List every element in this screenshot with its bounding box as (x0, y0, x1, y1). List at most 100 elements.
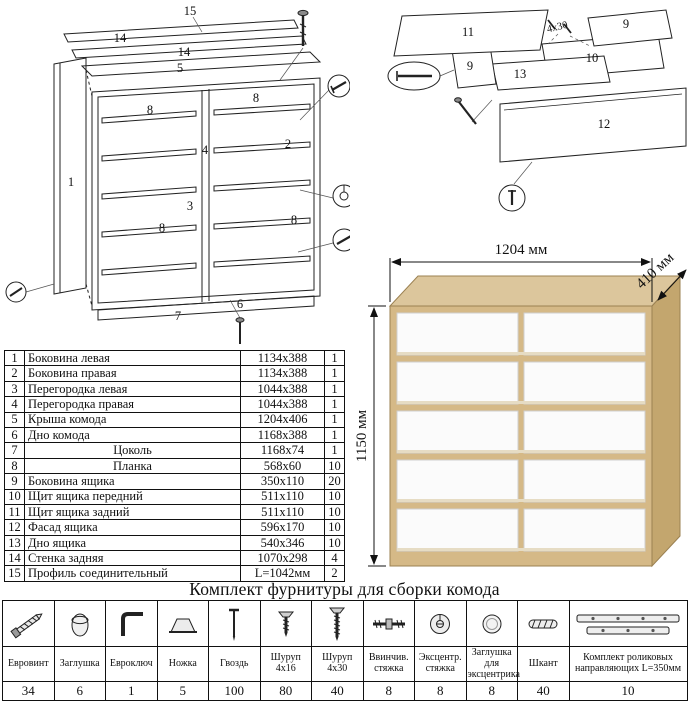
part-number: 10 (4, 488, 25, 505)
part-size: 1204x406 (240, 411, 325, 428)
part-label-3: 3 (187, 199, 193, 213)
part-size: 1134x388 (240, 365, 325, 382)
part-number: 3 (4, 380, 25, 398)
part-label-14: 14 (114, 31, 127, 45)
part-label-15: 15 (184, 4, 197, 18)
part-size: 511x110 (240, 503, 325, 521)
part-label-8: 8 (253, 91, 259, 105)
hardware-qty: 40 (517, 681, 570, 701)
confirmat-screw-icon (10, 612, 43, 639)
height-dimension-label: 1150 мм (354, 409, 370, 462)
part-name: Щит ящика задний (24, 503, 241, 521)
part-name: Щит ящика передний (24, 488, 241, 505)
part-label-8: 8 (291, 213, 297, 227)
confirmat-callout-icon (327, 74, 350, 98)
hardware-qty: 5 (156, 681, 209, 701)
screw-in-dowel-icon (372, 618, 405, 629)
part-number: 14 (4, 550, 25, 567)
hardware-name: Комплект роликовых направляющих L=350мм (568, 645, 688, 683)
part-label-7: 7 (175, 309, 181, 323)
part-name: Боковина левая (24, 349, 241, 367)
part-qty: 10 (324, 519, 345, 536)
part-label-12: 12 (598, 117, 611, 131)
part-number: 13 (4, 534, 25, 552)
part-number: 6 (4, 426, 25, 444)
part-size: 568x60 (240, 457, 325, 475)
hardware-name: Заглушка (53, 645, 106, 683)
part-label-13: 13 (514, 67, 527, 81)
part-label-8: 8 (147, 103, 153, 117)
part-number: 8 (4, 457, 25, 475)
height-dimension (368, 305, 386, 567)
part-size: 1168x388 (240, 426, 325, 444)
part-name: Перегородка правая (24, 396, 241, 413)
left-side-panel (53, 57, 87, 295)
drawer-slides-icon (576, 614, 680, 634)
hardware-name: Евроключ (105, 645, 158, 683)
part-qty: 10 (324, 457, 345, 475)
part-qty: 1 (324, 396, 345, 413)
part-name: Боковина правая (24, 365, 241, 382)
part-label-6: 6 (237, 297, 243, 311)
part-size: 1168x74 (240, 442, 325, 459)
hardware-name: Ножка (156, 645, 209, 683)
screw-callout-icon (235, 317, 245, 344)
part-label-5: 5 (177, 61, 183, 75)
part-number: 4 (4, 396, 25, 413)
part-name: Дно ящика (24, 534, 241, 552)
screw-callout-icon (332, 228, 350, 252)
cam-cover-icon (482, 614, 502, 633)
dresser-dimension-drawing: 1204 мм 410 мм 1150 мм (354, 242, 687, 568)
cam-lock-icon (430, 613, 451, 634)
hardware-qty: 8 (465, 681, 518, 701)
part-number: 11 (4, 503, 25, 521)
part-size: 596x170 (240, 519, 325, 536)
part-qty: 1 (324, 411, 345, 428)
hardware-icon-cell (156, 600, 209, 647)
hardware-icon-cell (517, 600, 570, 647)
top-rail-panel (71, 35, 307, 59)
hardware-qty: 100 (208, 681, 261, 701)
hardware-name: Шуруп 4x16 (259, 645, 312, 683)
part-name: Фасад ящика (24, 519, 241, 536)
dresser-side-face (651, 274, 681, 568)
screw-4x16-icon (277, 611, 294, 637)
hardware-name: Заглушка для эксцентрика (465, 645, 520, 683)
cam-callout-icon (332, 184, 350, 208)
part-label-2: 2 (285, 137, 291, 151)
lid-panel (80, 51, 322, 77)
hardware-icon-cell (362, 600, 415, 647)
cabinet-outline (91, 77, 321, 311)
part-qty: 10 (324, 534, 345, 552)
part-number: 9 (4, 473, 25, 490)
part-qty: 4 (324, 550, 345, 567)
drawer-back-panel (393, 9, 549, 57)
screw-icon (454, 97, 477, 125)
part-qty: 1 (324, 426, 345, 444)
part-qty: 1 (324, 349, 345, 367)
hardware-icon-cell (208, 600, 261, 647)
part-number: 2 (4, 365, 25, 382)
hardware-qty: 6 (53, 681, 106, 701)
screw-4x30-icon (329, 607, 346, 641)
screw-callout-icon (297, 9, 309, 46)
hex-key-icon (121, 611, 144, 636)
hardware-name: Гвоздь (208, 645, 261, 683)
plinth-panel (97, 295, 315, 321)
part-name: Профиль соединительный (24, 565, 241, 582)
hardware-qty: 8 (414, 681, 467, 701)
part-number: 5 (4, 411, 25, 428)
part-label-4: 4 (202, 143, 209, 157)
part-label-9: 9 (623, 17, 629, 31)
